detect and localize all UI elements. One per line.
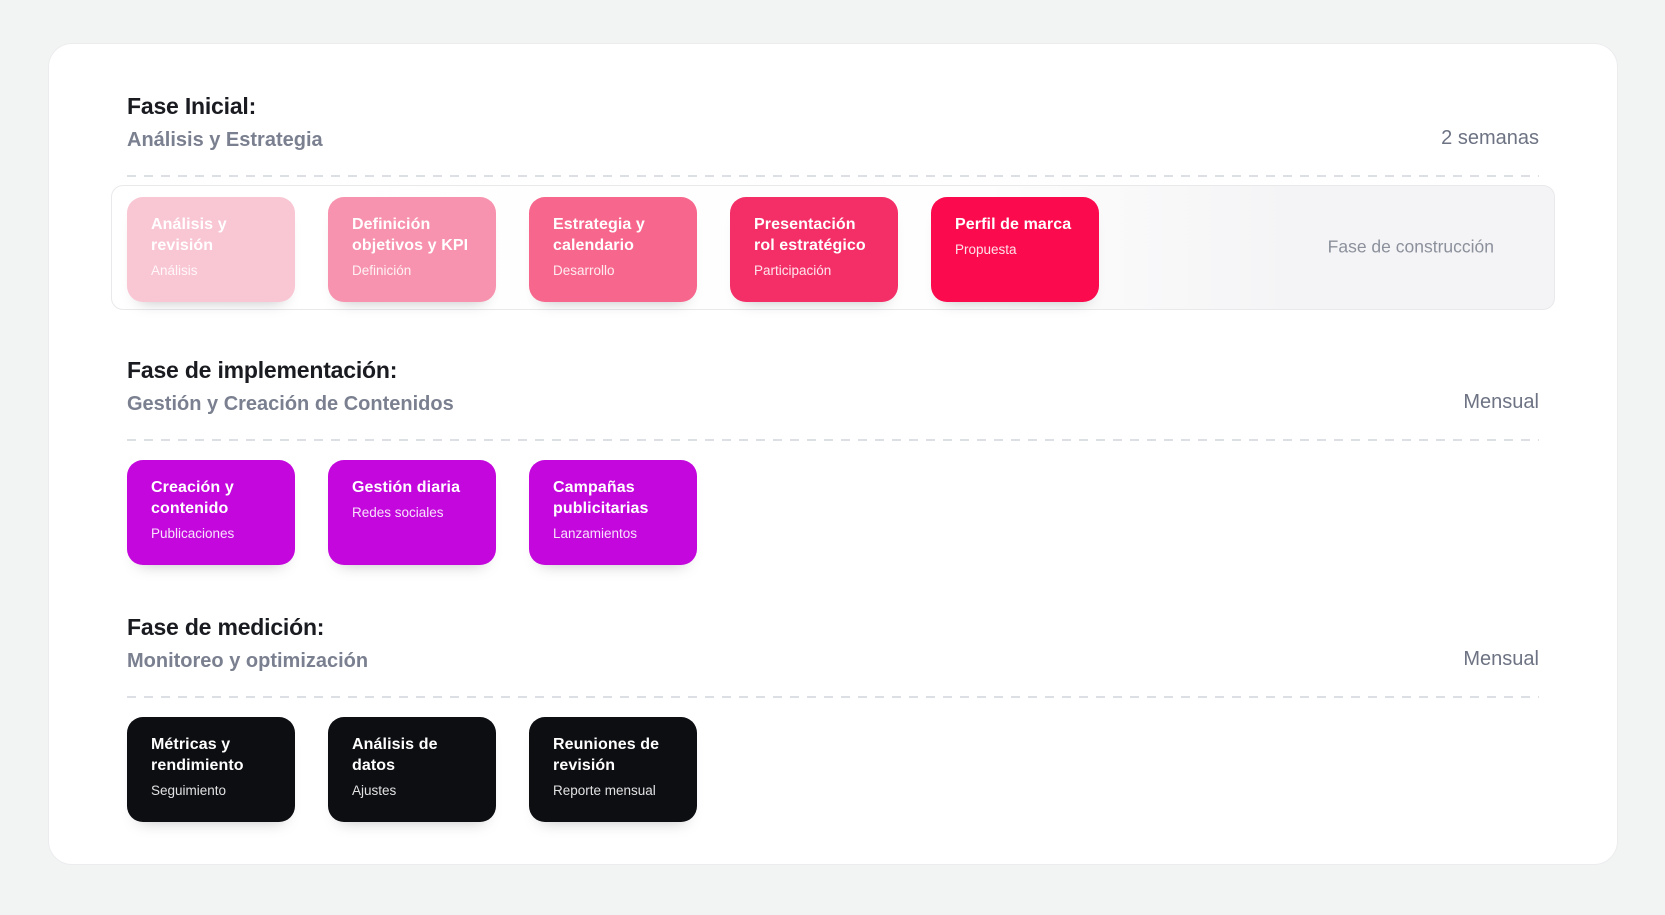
phase-card-subtitle: Publicaciones bbox=[151, 526, 235, 541]
construction-strip-label: Fase de construcción bbox=[1327, 236, 1494, 257]
phase-card-subtitle: Definición bbox=[352, 263, 412, 279]
phase-card-subtitle: Lanzamientos bbox=[553, 526, 638, 541]
phase-card-metricas-rendimiento[interactable]: Métricas y rendimiento Seguimiento bbox=[127, 716, 295, 822]
section-fase-inicial: Fase Inicial: Análisis y Estrategia 2 se… bbox=[111, 92, 1555, 310]
section-header: Fase de medición: Monitoreo y optimizaci… bbox=[127, 613, 1539, 674]
roadmap-panel: Fase Inicial: Análisis y Estrategia 2 se… bbox=[48, 43, 1618, 865]
phase-card-gestion-diaria[interactable]: Gestión diaria Redes sociales bbox=[328, 459, 496, 565]
phase-card-subtitle: Ajustes bbox=[352, 782, 397, 798]
phase-card-row: Creación y contenido Publicaciones Gesti… bbox=[127, 459, 1539, 565]
section-fase-medicion: Fase de medición: Monitoreo y optimizaci… bbox=[111, 613, 1555, 822]
phase-card-title: Gestión diaria bbox=[352, 478, 461, 496]
phase-card-title: Definición objetivos y KPI bbox=[352, 215, 469, 254]
phase-card-subtitle: Seguimiento bbox=[151, 782, 227, 798]
dashed-divider bbox=[127, 438, 1539, 441]
phase-card-title: Análisis y revisión bbox=[151, 215, 227, 254]
phase-card-title: Métricas y rendimiento bbox=[151, 735, 244, 774]
phase-card-presentacion-rol[interactable]: Presentación rol estratégico Participaci… bbox=[730, 196, 898, 302]
phase-card-title: Reuniones de revisión bbox=[553, 735, 660, 774]
section-header: Fase Inicial: Análisis y Estrategia 2 se… bbox=[127, 92, 1539, 153]
construction-strip: Análisis y revisión Análisis Definición … bbox=[111, 184, 1555, 310]
phase-card-title: Creación y contenido bbox=[151, 478, 234, 517]
phase-card-title: Estrategia y calendario bbox=[553, 215, 645, 254]
dashed-divider bbox=[127, 695, 1539, 698]
phase-card-subtitle: Desarrollo bbox=[553, 263, 615, 279]
section-duration: Mensual bbox=[1463, 390, 1539, 413]
phase-card-estrategia-calendario[interactable]: Estrategia y calendario Desarrollo bbox=[529, 196, 697, 302]
phase-card-perfil-marca[interactable]: Perfil de marca Propuesta bbox=[931, 196, 1099, 302]
section-header-text: Fase de implementación: Gestión y Creaci… bbox=[127, 356, 454, 417]
section-duration: 2 semanas bbox=[1441, 126, 1539, 149]
phase-card-row: Análisis y revisión Análisis Definición … bbox=[127, 196, 1554, 302]
section-subtitle: Monitoreo y optimización bbox=[127, 649, 369, 672]
phase-card-analisis-revision[interactable]: Análisis y revisión Análisis bbox=[127, 196, 295, 302]
section-title: Fase de medición: bbox=[127, 613, 325, 640]
dashed-divider bbox=[127, 174, 1539, 177]
phase-card-subtitle: Participación bbox=[754, 263, 832, 279]
phase-card-subtitle: Reporte mensual bbox=[553, 782, 656, 798]
phase-card-reuniones-revision[interactable]: Reuniones de revisión Reporte mensual bbox=[529, 716, 697, 822]
phase-card-title: Presentación rol estratégico bbox=[754, 215, 866, 254]
phase-card-title: Campañas publicitarias bbox=[553, 478, 649, 517]
phase-card-subtitle: Redes sociales bbox=[352, 504, 444, 520]
section-title: Fase Inicial: bbox=[127, 93, 257, 119]
roadmap-content: Fase Inicial: Análisis y Estrategia 2 se… bbox=[49, 44, 1617, 822]
section-header: Fase de implementación: Gestión y Creaci… bbox=[127, 356, 1539, 417]
phase-card-campanas-publicitarias[interactable]: Campañas publicitarias Lanzamientos bbox=[529, 459, 697, 565]
phase-card-creacion-contenido[interactable]: Creación y contenido Publicaciones bbox=[127, 459, 295, 565]
phase-card-title: Análisis de datos bbox=[352, 735, 438, 774]
section-header-text: Fase de medición: Monitoreo y optimizaci… bbox=[127, 613, 368, 674]
section-duration: Mensual bbox=[1463, 647, 1539, 670]
section-title: Fase de implementación: bbox=[127, 356, 398, 383]
section-header-text: Fase Inicial: Análisis y Estrategia bbox=[127, 92, 323, 153]
phase-card-title: Perfil de marca bbox=[955, 215, 1072, 233]
phase-card-subtitle: Análisis bbox=[151, 263, 198, 279]
phase-card-subtitle: Propuesta bbox=[955, 242, 1017, 257]
section-subtitle: Análisis y Estrategia bbox=[127, 128, 323, 151]
phase-card-definicion-kpi[interactable]: Definición objetivos y KPI Definición bbox=[328, 196, 496, 302]
phase-card-row: Métricas y rendimiento Seguimiento Análi… bbox=[127, 716, 1539, 822]
section-subtitle: Gestión y Creación de Contenidos bbox=[127, 392, 454, 415]
phase-card-analisis-datos[interactable]: Análisis de datos Ajustes bbox=[328, 716, 496, 822]
section-fase-implementacion: Fase de implementación: Gestión y Creaci… bbox=[111, 356, 1555, 565]
